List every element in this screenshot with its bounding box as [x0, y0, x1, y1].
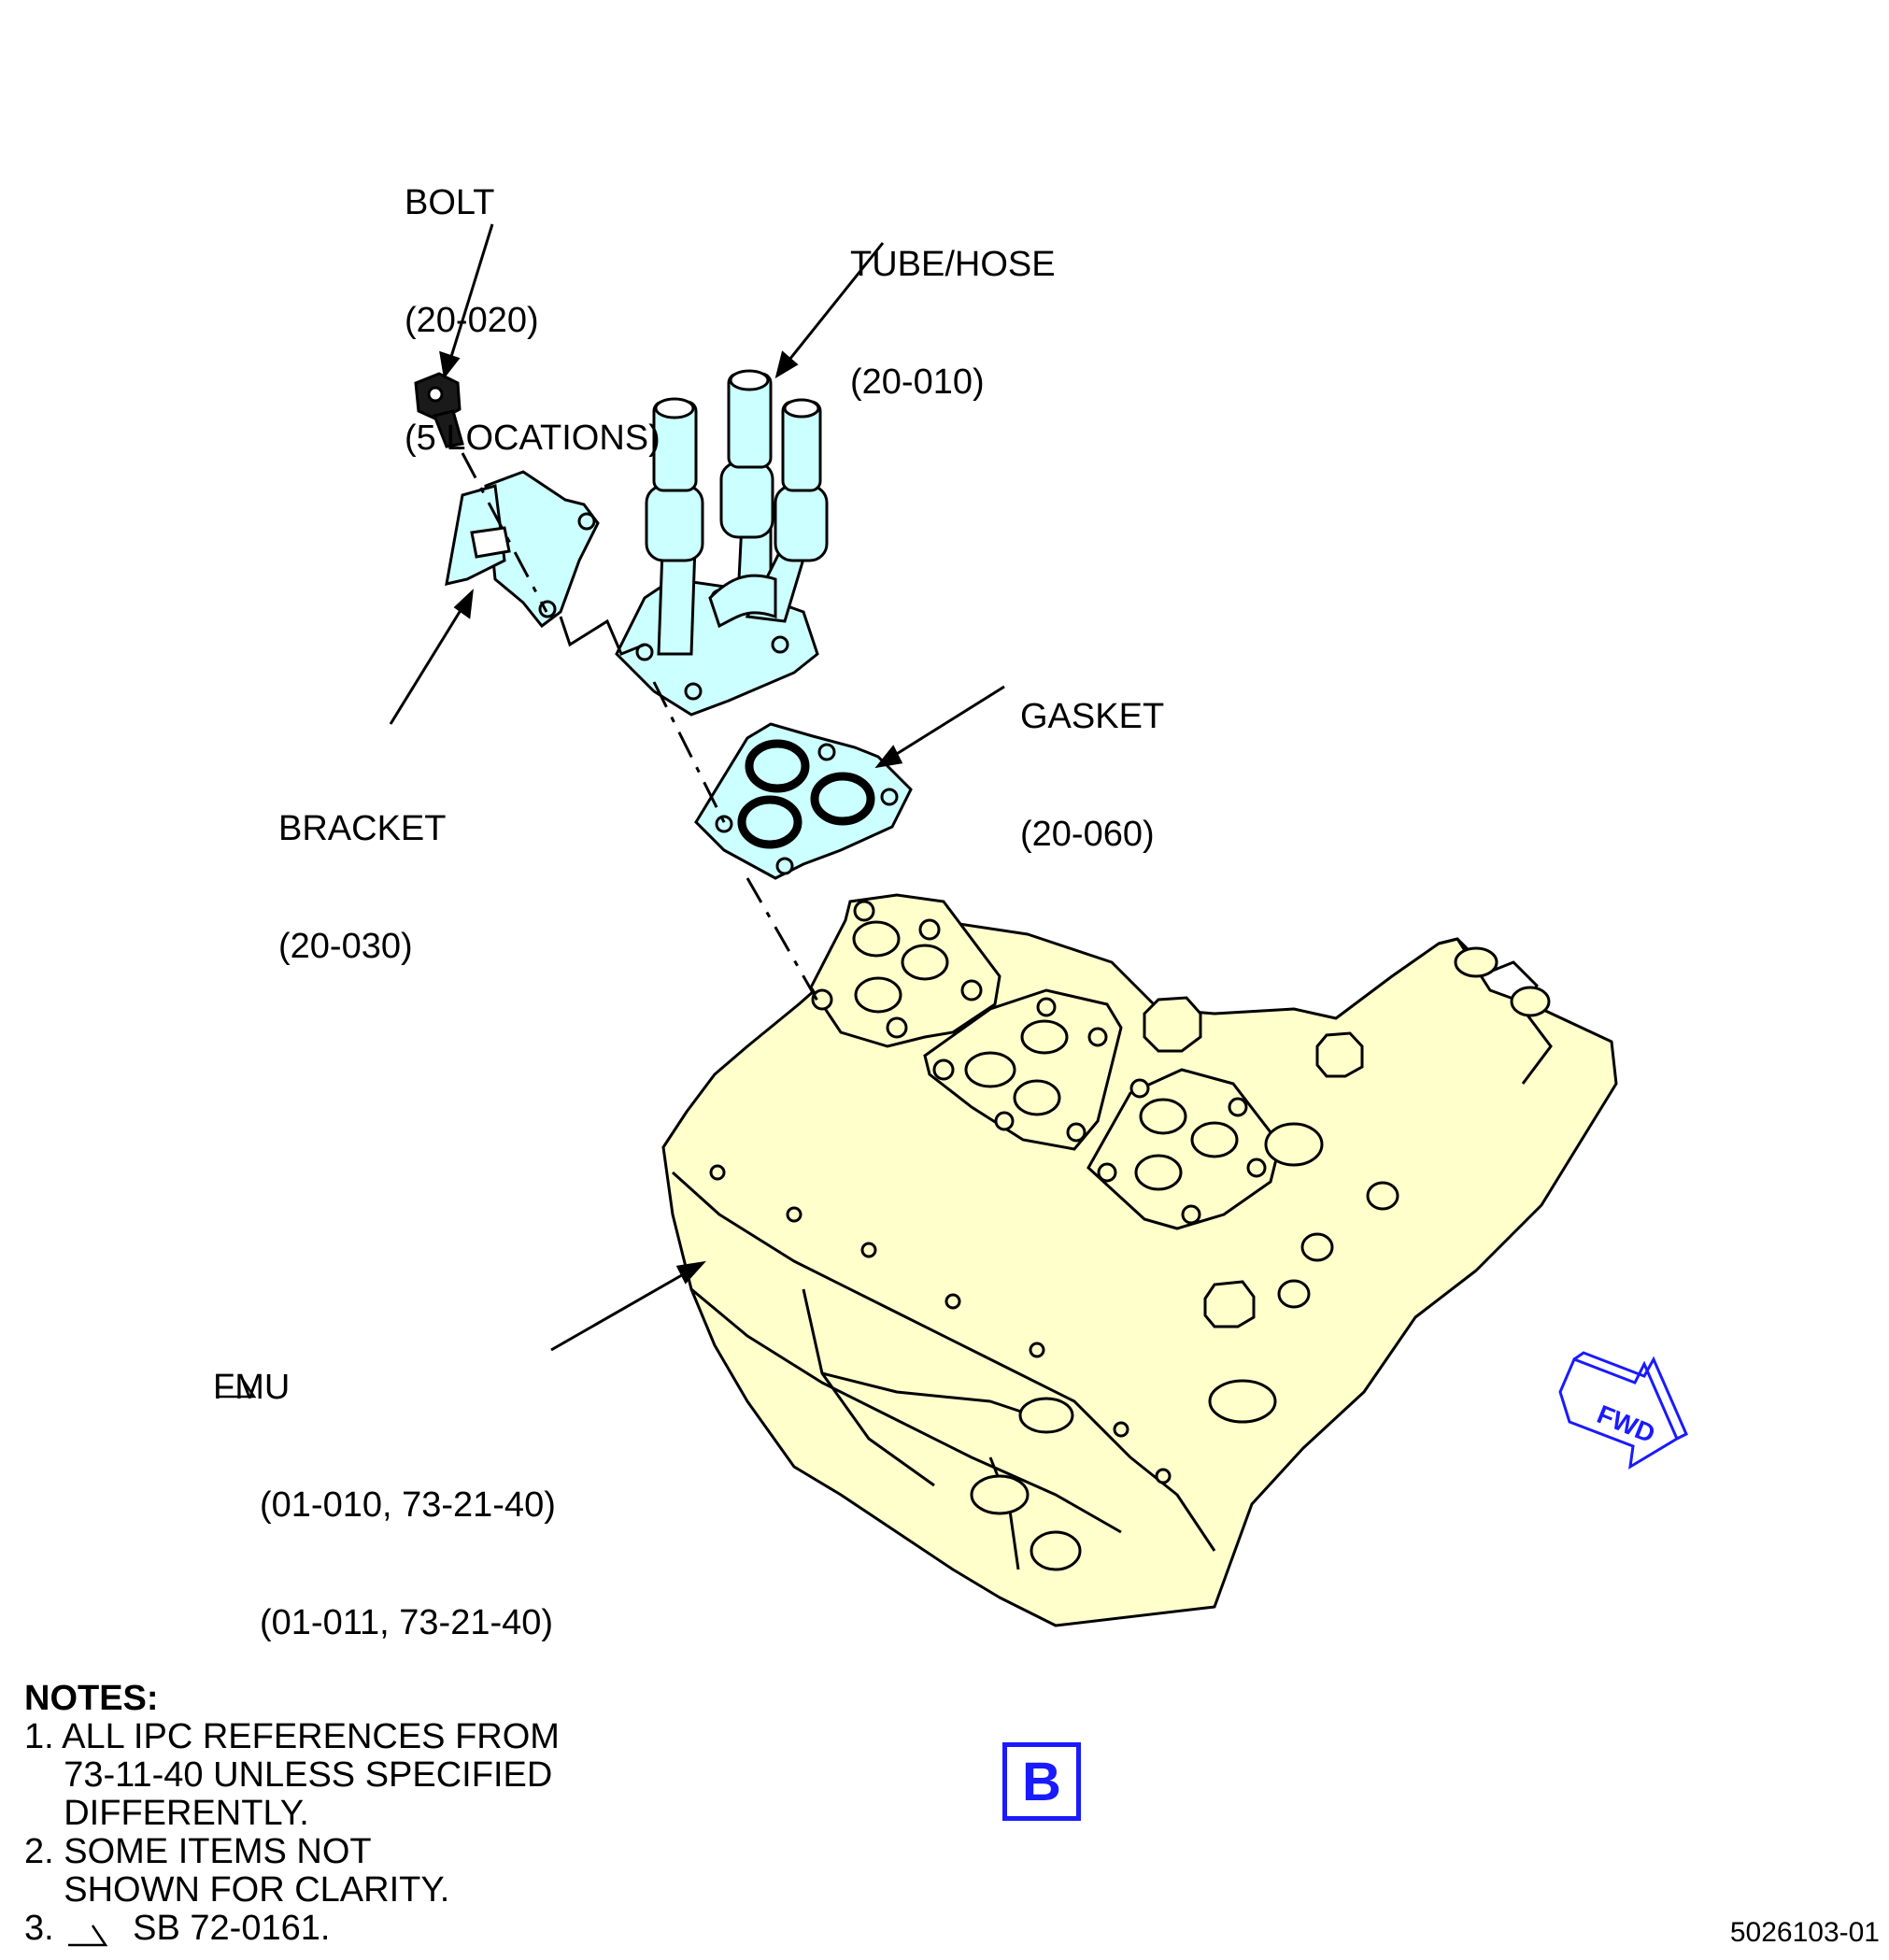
bolt-ref: (20-020) — [405, 301, 539, 340]
bolt-qty: (5 LOCATIONS) — [405, 419, 660, 458]
bolt-part — [414, 372, 464, 448]
view-letter-box: B — [1002, 1742, 1081, 1821]
note-2-line-2: SHOWN FOR CLARITY. — [24, 1870, 450, 1910]
tube-hose-ref: (20-010) — [850, 362, 985, 402]
notes-heading: NOTES: — [24, 1679, 159, 1718]
fmu-body — [661, 918, 1618, 1627]
forward-direction-arrow: FWD — [1558, 1351, 1688, 1470]
tube-hose-name: TUBE/HOSE — [850, 245, 1056, 284]
tube-hose-part — [615, 369, 829, 717]
bolt-callout: BOLT (20-020) (5 LOCATIONS) — [405, 105, 660, 497]
figure-number: 5026103-01 — [1729, 1917, 1880, 1948]
fmu-fittings — [1143, 937, 1553, 1328]
gasket-name: GASKET — [1020, 697, 1165, 736]
note-1-line-3: DIFFERENTLY. — [24, 1794, 309, 1833]
fmu-name: FMU — [213, 1368, 291, 1407]
fmu-mounting-pads — [809, 893, 1282, 1230]
fmu-callout: FMU (01-010, 73-21-40) (01-011, 73-21-40… — [213, 1289, 556, 1682]
bracket-ref: (20-030) — [278, 927, 413, 966]
note-3-text: SB 72-0161. — [133, 1909, 331, 1948]
fmu-ref-1: (01-010, 73-21-40) — [260, 1485, 556, 1525]
notes-block: NOTES: 1. ALL IPC REFERENCES FROM 73-11-… — [24, 1680, 560, 1948]
gasket-ref: (20-060) — [1020, 815, 1155, 854]
gasket-callout: GASKET (20-060) — [1020, 618, 1164, 893]
note-1-line-1: 1. ALL IPC REFERENCES FROM — [24, 1717, 560, 1756]
assembly-centerline — [461, 452, 824, 1010]
fmu-ref-2: (01-011, 73-21-40) — [260, 1603, 554, 1642]
bracket-callout: BRACKET (20-030) — [278, 731, 446, 1005]
note-2-line-1: 2. SOME ITEMS NOT — [24, 1832, 372, 1871]
note-3: 3. SB 72-0161. — [24, 1909, 331, 1948]
bolt-name: BOLT — [405, 183, 495, 222]
gasket-part — [694, 722, 913, 880]
tube-hose-callout: TUBE/HOSE (20-010) — [850, 166, 1056, 441]
note-1-line-2: 73-11-40 UNLESS SPECIFIED — [24, 1755, 553, 1795]
bracket-tube-break-line — [559, 616, 646, 656]
bracket-part — [445, 470, 600, 629]
leader-lines — [389, 223, 1005, 1352]
bracket-name: BRACKET — [278, 809, 447, 848]
effectivity-symbols — [68, 1376, 257, 1947]
